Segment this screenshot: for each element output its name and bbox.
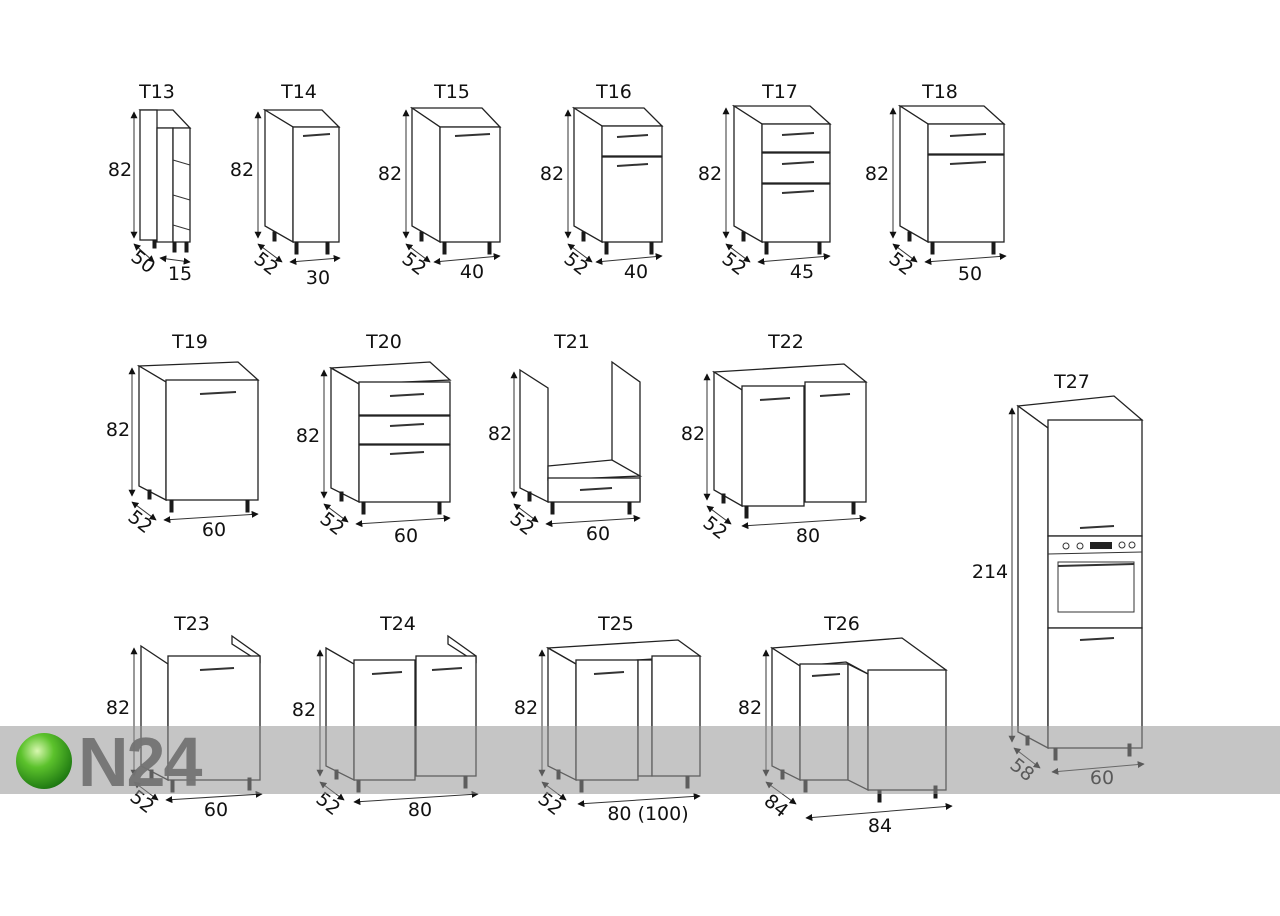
width-dimension: 80 [408, 799, 432, 821]
height-dimension: 82 [738, 697, 762, 719]
width-dimension: 50 [958, 263, 982, 285]
height-dimension: 82 [681, 423, 705, 445]
depth-dimension: 52 [250, 248, 283, 280]
width-dimension: 30 [306, 267, 330, 289]
module-label: T18 [921, 81, 958, 103]
width-dimension: 60 [586, 523, 610, 545]
module-label: T25 [597, 613, 634, 635]
height-dimension: 82 [106, 697, 130, 719]
depth-dimension: 52 [398, 248, 431, 280]
height-dimension: 82 [865, 163, 889, 185]
depth-dimension: 52 [718, 248, 751, 280]
module-t20: T20 82 52 60 [296, 331, 452, 547]
width-dimension: 45 [790, 261, 814, 283]
module-t19: T19 82 52 60 [106, 331, 260, 541]
module-label: T16 [595, 81, 632, 103]
width-dimension: 80 [796, 525, 820, 547]
module-t27: T27 214 58 60 [972, 371, 1145, 789]
module-t15: T15 82 52 40 [378, 81, 502, 283]
module-t21: T21 82 52 60 [488, 331, 643, 545]
depth-dimension: 52 [699, 512, 732, 544]
depth-dimension: 52 [506, 508, 539, 540]
depth-dimension: 52 [534, 788, 567, 820]
module-t26: T26 82 84 84 [738, 613, 953, 837]
module-t18: T18 82 52 50 [865, 81, 1007, 285]
module-label: T13 [138, 81, 175, 103]
module-t22: T22 82 52 80 [681, 331, 868, 547]
depth-dimension: 52 [312, 788, 345, 820]
module-label: T23 [173, 613, 210, 635]
module-label: T22 [767, 331, 804, 353]
logo-ball-icon [16, 733, 72, 789]
module-t24: T24 82 52 80 [292, 613, 479, 821]
height-dimension: 82 [230, 159, 254, 181]
module-t13: T13 82 50 15 [108, 81, 192, 285]
depth-dimension: 52 [885, 248, 918, 280]
depth-dimension: 52 [560, 248, 593, 280]
module-label: T15 [433, 81, 470, 103]
height-dimension: 82 [106, 419, 130, 441]
width-dimension: 60 [202, 519, 226, 541]
width-dimension: 60 [1090, 767, 1114, 789]
height-dimension: 82 [540, 163, 564, 185]
module-t14: T14 82 52 30 [230, 81, 341, 289]
module-label: T26 [823, 613, 860, 635]
module-label: T17 [761, 81, 798, 103]
height-dimension: 214 [972, 561, 1008, 583]
module-t17: T17 82 52 45 [698, 81, 832, 283]
height-dimension: 82 [108, 159, 132, 181]
width-dimension: 80 (100) [607, 803, 688, 825]
height-dimension: 82 [698, 163, 722, 185]
width-dimension: 40 [624, 261, 648, 283]
width-dimension: 60 [394, 525, 418, 547]
module-label: T27 [1053, 371, 1090, 393]
height-dimension: 82 [296, 425, 320, 447]
module-label: T24 [379, 613, 416, 635]
depth-dimension: 84 [760, 790, 793, 822]
depth-dimension: 52 [124, 506, 157, 538]
module-label: T14 [280, 81, 317, 103]
watermark-logo: N24 [78, 723, 202, 801]
depth-dimension: 50 [127, 246, 160, 278]
module-t25: T25 82 52 80 (100) [514, 613, 702, 825]
width-dimension: 40 [460, 261, 484, 283]
depth-dimension: 58 [1006, 754, 1039, 786]
depth-dimension: 52 [316, 508, 349, 540]
height-dimension: 82 [514, 697, 538, 719]
width-dimension: 60 [204, 799, 228, 821]
module-t16: T16 82 52 40 [540, 81, 664, 283]
module-label: T19 [171, 331, 208, 353]
module-label: T21 [553, 331, 590, 353]
height-dimension: 82 [378, 163, 402, 185]
height-dimension: 82 [292, 699, 316, 721]
width-dimension: 84 [868, 815, 892, 837]
height-dimension: 82 [488, 423, 512, 445]
width-dimension: 15 [168, 263, 192, 285]
module-label: T20 [365, 331, 402, 353]
